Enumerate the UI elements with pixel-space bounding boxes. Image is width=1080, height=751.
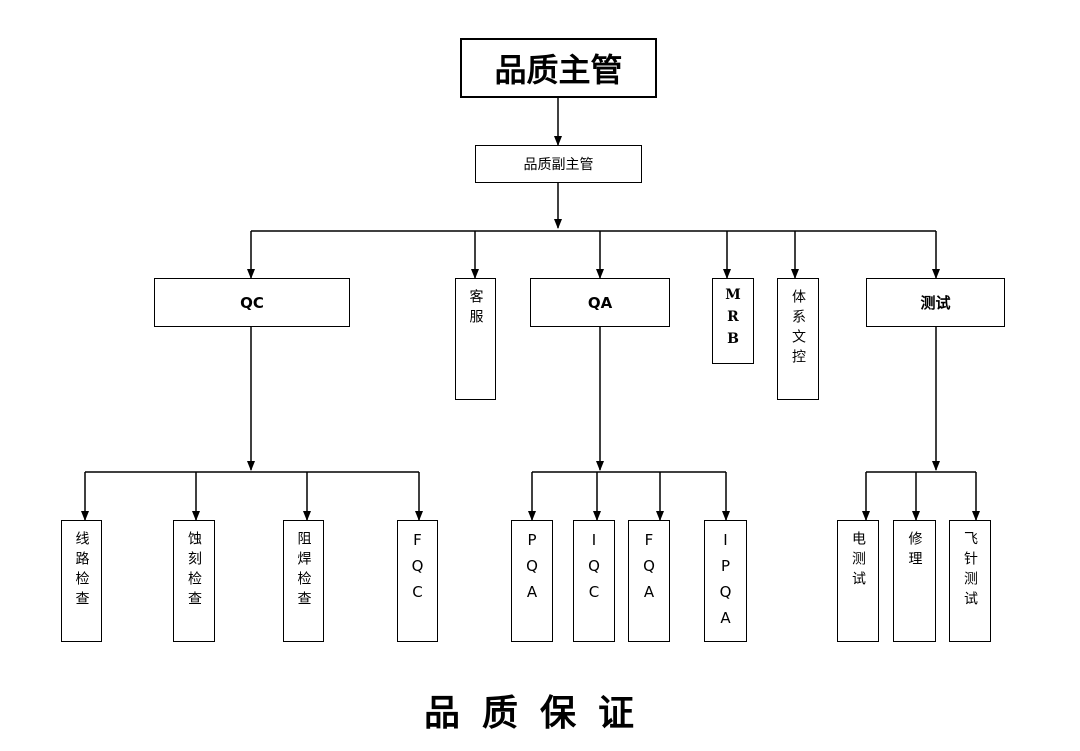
node-mrb: MRB (712, 278, 754, 364)
node-pqa-label: PQA (523, 531, 541, 609)
node-test-label: 测试 (920, 294, 951, 312)
node-fqc-label: FQC (408, 531, 427, 609)
footer-caption: 品质保证 (423, 693, 656, 734)
node-ipqa-label: IPQA (716, 531, 735, 635)
node-qa-label: QA (587, 293, 613, 312)
node-qc: QC (154, 278, 350, 327)
node-ipqa: IPQA (704, 520, 747, 642)
node-fqc: FQC (397, 520, 438, 642)
node-solder-mask-inspection-label: 阻焊检查 (295, 531, 312, 611)
node-flying-probe-test-label: 飞针测试 (962, 531, 978, 611)
node-qc-label: QC (240, 293, 264, 312)
node-fqa: FQA (628, 520, 670, 642)
node-mrb-label: MRB (725, 287, 741, 353)
node-system-document-control-label: 体系文控 (790, 289, 806, 369)
node-iqc: IQC (573, 520, 615, 642)
node-flying-probe-test: 飞针测试 (949, 520, 991, 642)
node-electrical-test-label: 电测试 (850, 531, 866, 591)
node-deputy-manager: 品质副主管 (475, 145, 642, 183)
node-quality-manager-label: 品质主管 (494, 51, 623, 89)
node-customer-service: 客服 (455, 278, 496, 400)
node-iqc-label: IQC (585, 531, 603, 609)
node-solder-mask-inspection: 阻焊检查 (283, 520, 324, 642)
node-circuit-inspection-label: 线路检查 (73, 531, 90, 611)
node-deputy-manager-label: 品质副主管 (523, 157, 594, 173)
node-etching-inspection: 蚀刻检查 (173, 520, 215, 642)
node-electrical-test: 电测试 (837, 520, 879, 642)
node-quality-manager: 品质主管 (460, 38, 657, 98)
node-system-document-control: 体系文控 (777, 278, 819, 400)
node-fqa-label: FQA (640, 531, 658, 609)
node-pqa: PQA (511, 520, 553, 642)
node-etching-inspection-label: 蚀刻检查 (186, 531, 202, 611)
node-repair-label: 修理 (906, 531, 923, 571)
node-repair: 修理 (893, 520, 936, 642)
node-customer-service-label: 客服 (467, 289, 484, 329)
node-qa: QA (530, 278, 670, 327)
node-test: 测试 (866, 278, 1005, 327)
node-circuit-inspection: 线路检查 (61, 520, 102, 642)
